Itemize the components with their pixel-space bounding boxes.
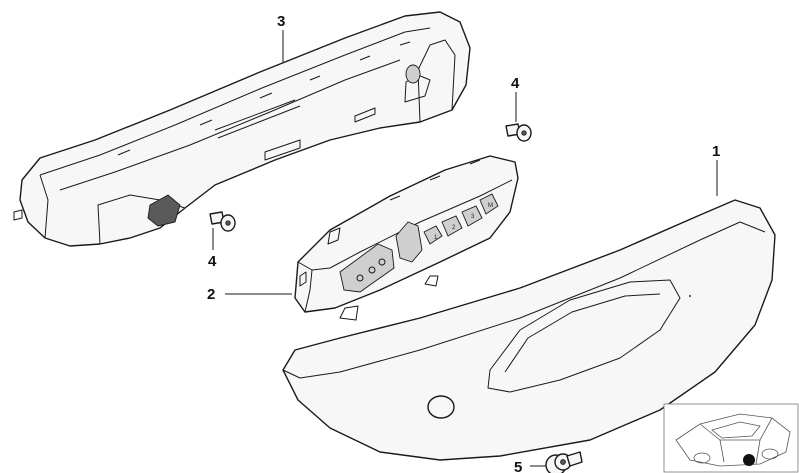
- svg-text:M: M: [488, 203, 493, 209]
- svg-text:2: 2: [452, 225, 456, 231]
- location-marker-icon: [743, 454, 755, 466]
- callout-3[interactable]: 3: [277, 13, 285, 30]
- svg-text:3: 3: [471, 214, 475, 220]
- car-outline-icon: [675, 413, 791, 467]
- callout-5[interactable]: 5: [514, 459, 522, 473]
- callout-4-top[interactable]: 4: [511, 75, 520, 92]
- part-4-screw-top[interactable]: [505, 123, 532, 142]
- callout-2[interactable]: 2: [207, 286, 215, 303]
- callout-1[interactable]: 1: [712, 143, 720, 160]
- thumbnail-frame: [663, 403, 799, 473]
- part-2-seat-switch[interactable]: 1 2 3 M: [294, 155, 519, 321]
- callout-4-left[interactable]: 4: [208, 253, 217, 270]
- vehicle-thumbnail: [663, 403, 799, 473]
- svg-text:1: 1: [434, 235, 438, 241]
- part-5-screw-washer[interactable]: [545, 451, 583, 473]
- part-1-side-cover[interactable]: [282, 199, 776, 461]
- part-3-bracket[interactable]: [13, 11, 471, 247]
- part-4-screw-left[interactable]: [209, 211, 236, 232]
